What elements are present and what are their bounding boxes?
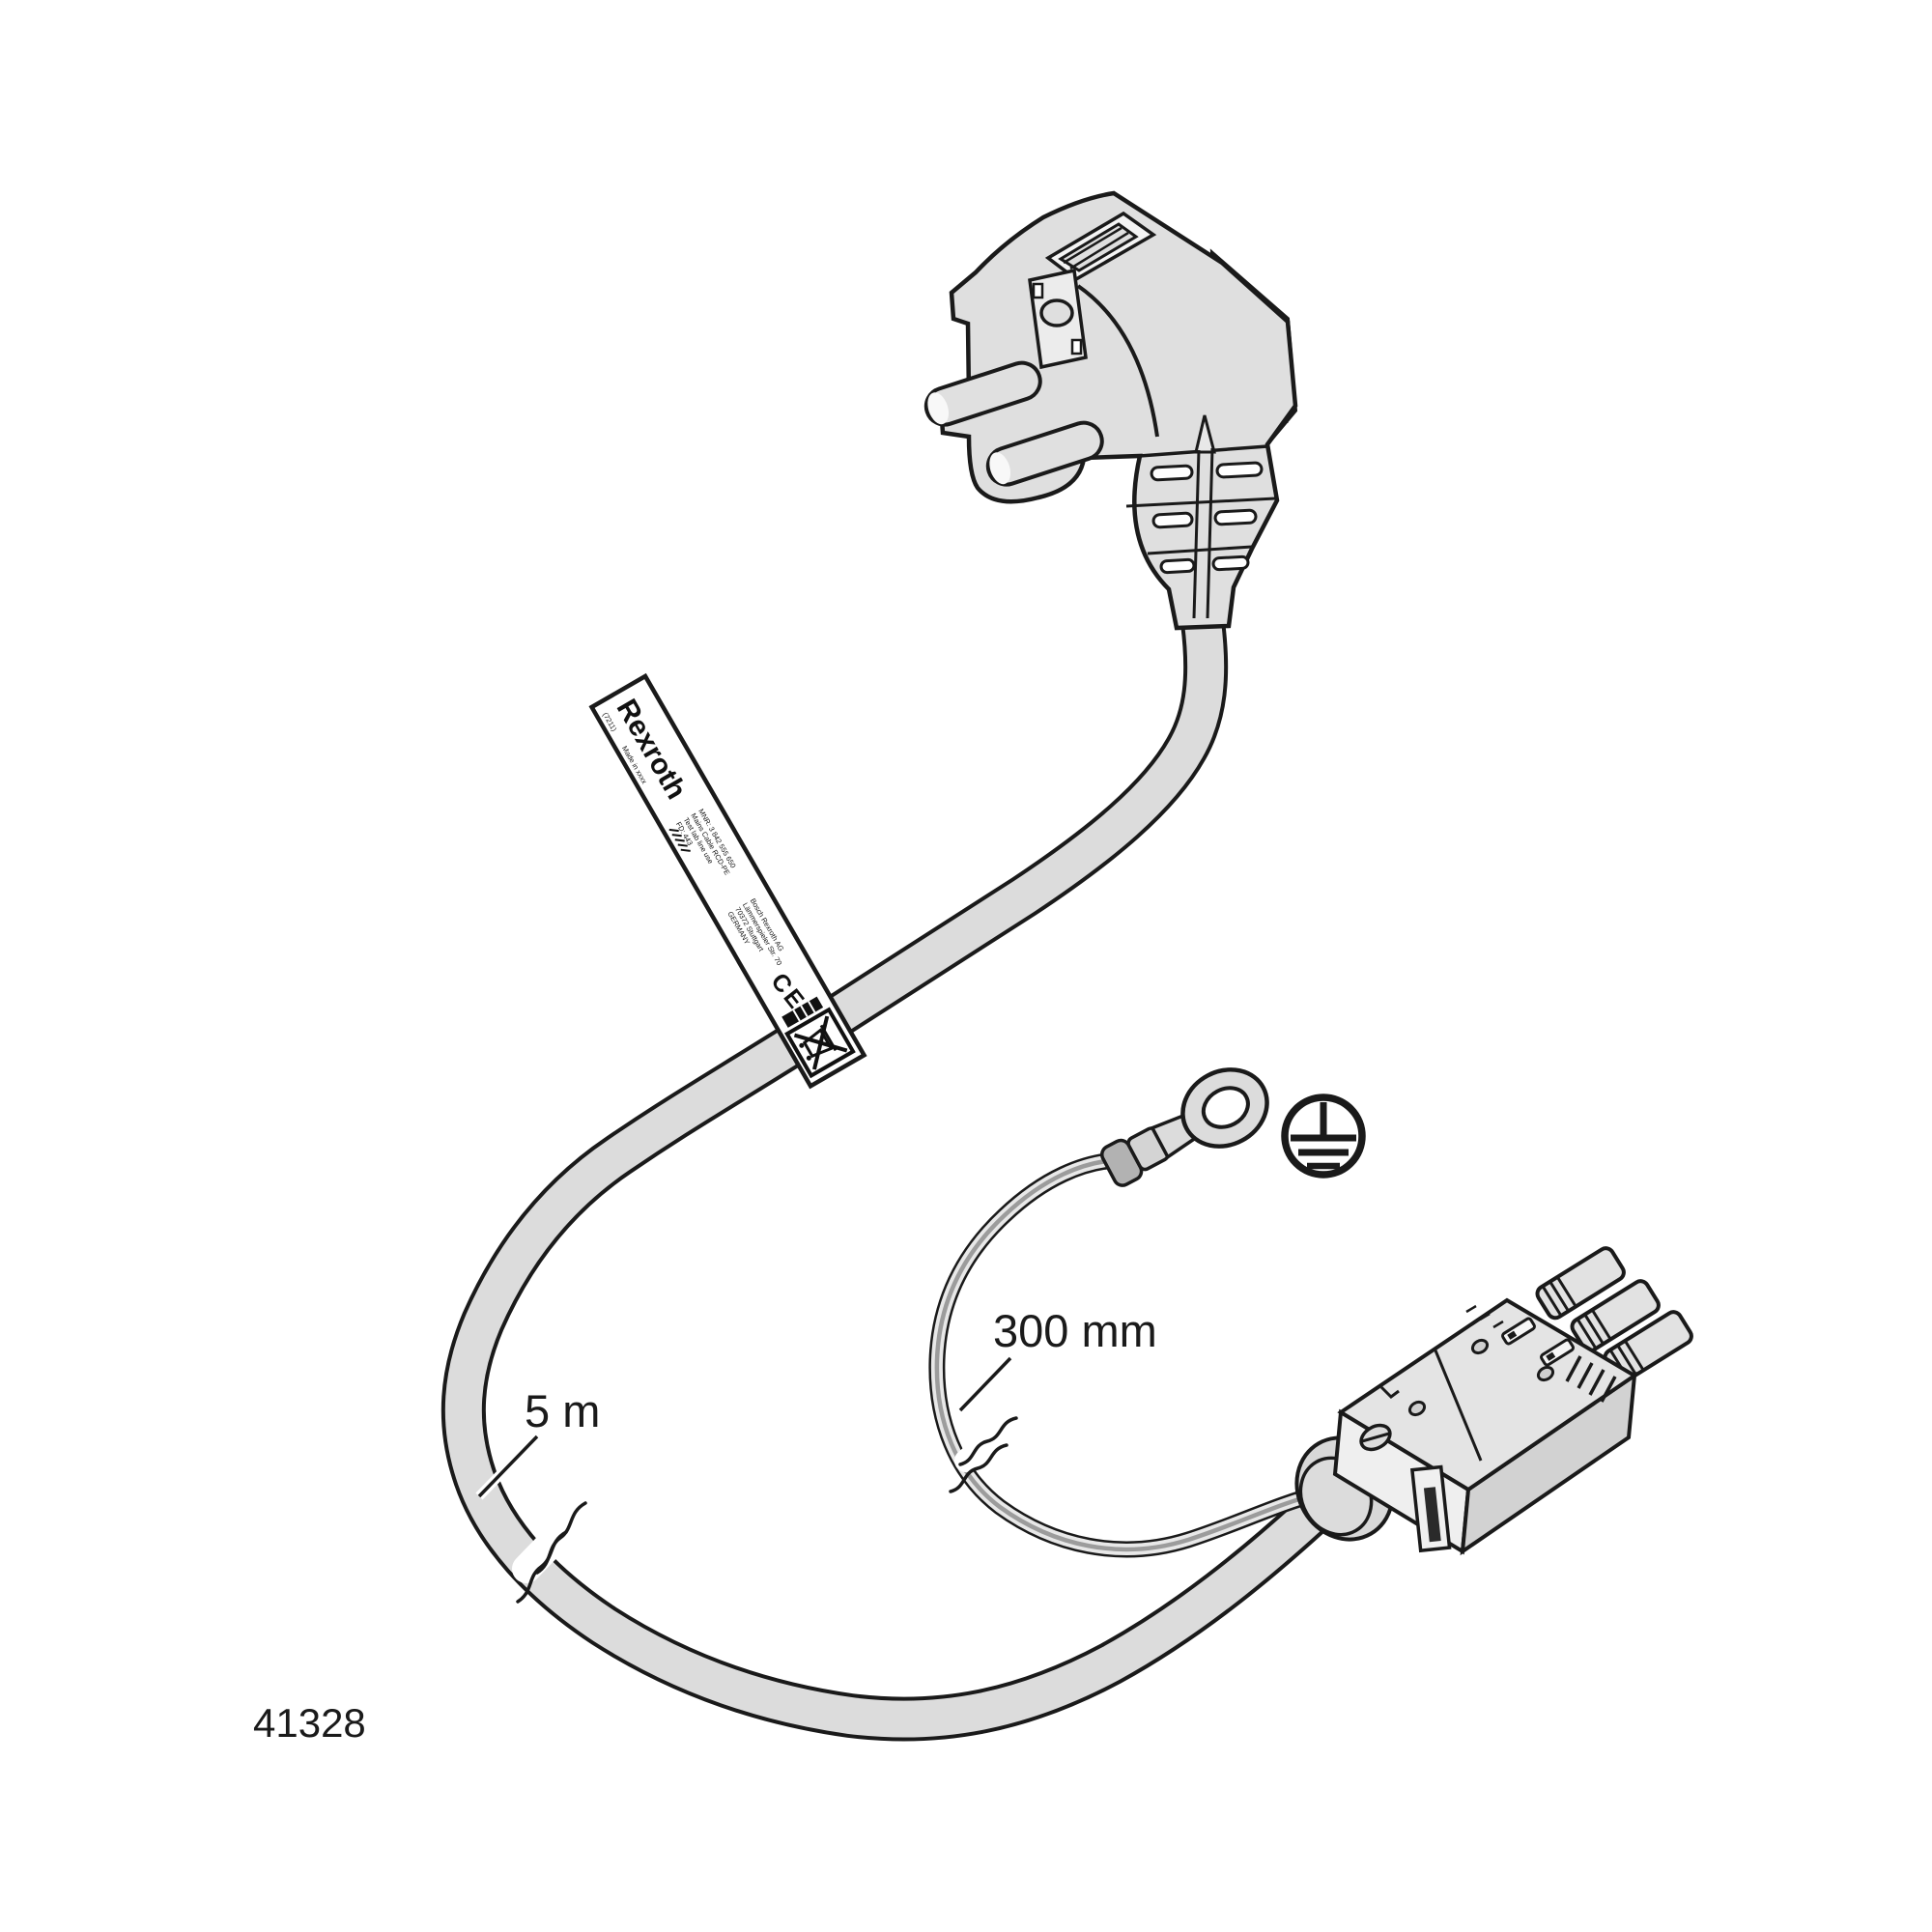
cable-length-callout: 5 m — [475, 1385, 600, 1500]
connector — [1294, 1246, 1693, 1556]
ground-wire-stripe — [934, 1157, 1321, 1552]
connector-edge-notch — [1379, 1385, 1400, 1399]
connector-edge-ribs — [1565, 1355, 1617, 1403]
cable-length-leader-line — [477, 1435, 539, 1498]
weee-crossed-bin-icon — [784, 1007, 856, 1079]
ground-wire-break-mark — [949, 1416, 1018, 1493]
plug-body — [938, 190, 1298, 631]
ground-wire — [928, 1151, 1327, 1558]
cable-length-label: 5 m — [525, 1385, 600, 1436]
plug-strain-relief — [1125, 414, 1276, 619]
plug-face-curve — [1076, 284, 1159, 438]
plug-pin-upper — [923, 360, 1042, 427]
cable-break-mark — [512, 1501, 589, 1604]
connector-pins — [1535, 1246, 1693, 1384]
ring-terminal — [1100, 1067, 1269, 1187]
figure-number: 41328 — [253, 1700, 366, 1746]
connector-embossing — [1465, 1304, 1504, 1329]
connector-screw — [1359, 1423, 1392, 1452]
power-cable — [440, 600, 1367, 1742]
ground-wire-length-callout: 300 mm — [956, 1305, 1157, 1414]
plug-boot-ridge — [1192, 447, 1214, 619]
type-label-frame — [588, 672, 867, 1090]
ring-terminal-hole — [1201, 1086, 1250, 1129]
plug-boot-ridge-tip — [1194, 414, 1216, 454]
label-signature-marks — [668, 828, 691, 852]
type-label: Rexroth (7211) Made in xxxx MNR: 3 842 5… — [588, 672, 867, 1090]
mains-plug — [923, 190, 1298, 631]
connector-latch — [1409, 1464, 1452, 1553]
protective-earth-icon — [1281, 1094, 1366, 1179]
power-cable-sheath — [444, 604, 1363, 1738]
ground-wire-leader-line — [958, 1356, 1012, 1412]
label-barcode-icon — [781, 996, 824, 1028]
plug-pin-lower — [985, 420, 1104, 487]
connector-seam-line — [1434, 1350, 1483, 1462]
connector-top-holes — [1407, 1338, 1555, 1417]
connector-latch-windows — [1501, 1317, 1575, 1367]
ground-wire-length-label: 300 mm — [993, 1305, 1157, 1356]
plug-earth-clip — [1028, 268, 1088, 370]
